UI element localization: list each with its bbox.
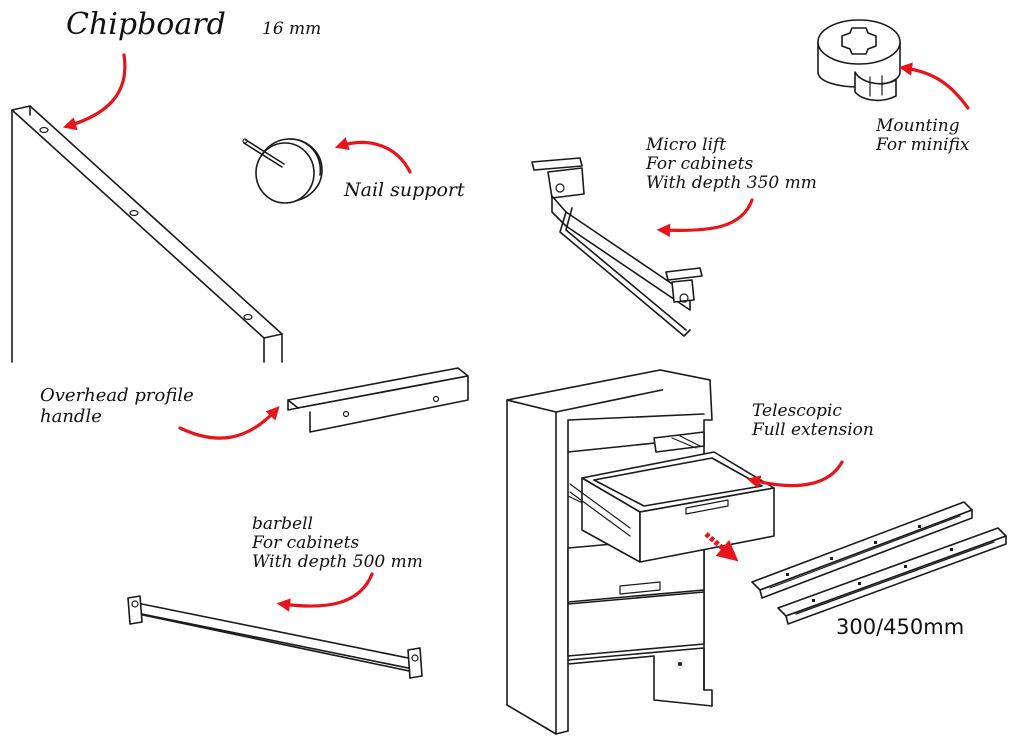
mounting-label-line2: For minifix xyxy=(875,135,970,155)
chipboard-title: Chipboard xyxy=(66,7,226,42)
handle-label-line2: handle xyxy=(40,406,102,427)
micro-lift-drawing xyxy=(531,157,703,337)
telescopic-rails-drawing xyxy=(751,501,1007,625)
nail-support-arrow-icon xyxy=(334,137,412,174)
micro-lift-label-line3: With depth 350 mm xyxy=(646,173,817,193)
micro-lift-label-line2: For cabinets xyxy=(645,154,753,174)
nail-support-label: Nail support xyxy=(343,179,465,201)
barbell-arrow-icon xyxy=(276,572,374,612)
mounting-label-line1: Mounting xyxy=(875,116,960,136)
profile-handle-drawing xyxy=(287,367,469,433)
micro-lift-arrow-icon xyxy=(656,198,754,238)
chipboard-size: 16 mm xyxy=(262,19,321,39)
chipboard-panel-drawing xyxy=(11,105,283,363)
micro-lift-label-line1: Micro lift xyxy=(645,135,726,155)
handle-label-line1: Overhead profile xyxy=(40,385,194,406)
telescopic-arrow-icon xyxy=(746,460,844,489)
telescopic-label-line1: Telescopic xyxy=(752,401,842,421)
mounting-arrow-icon xyxy=(898,62,970,110)
chipboard-label: Chipboard 16 mm xyxy=(66,7,321,42)
telescopic-label-line2: Full extension xyxy=(751,420,874,440)
barbell-label-line2: For cabinets xyxy=(251,533,359,553)
drawer-cabinet-drawing xyxy=(506,369,775,735)
chipboard-arrow-icon xyxy=(62,53,127,131)
handle-arrow-icon xyxy=(178,406,280,440)
nail-support-drawing xyxy=(242,138,323,204)
barbell-drawing xyxy=(127,595,423,679)
rail-size-label: 300/450mm xyxy=(836,615,964,639)
minifix-cam-drawing xyxy=(817,19,901,102)
barbell-label-line3: With depth 500 mm xyxy=(252,552,423,572)
barbell-label-line1: barbell xyxy=(252,514,313,534)
